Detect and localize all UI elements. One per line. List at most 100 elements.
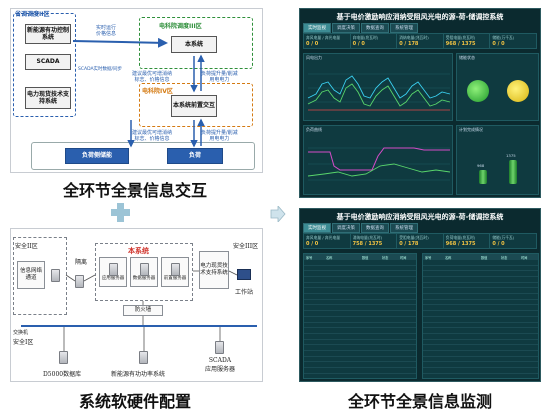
scada-label: SCADA 应用服务器 <box>205 357 236 373</box>
kpi-item: 储能(万千瓦)0 / 0 <box>492 35 515 47</box>
tab-admin[interactable]: 系统管理 <box>390 23 418 33</box>
table-row[interactable] <box>423 300 538 306</box>
switch-bar <box>21 325 257 327</box>
this-system-box: 本系统 <box>171 36 217 53</box>
zone-iii-label: 电科院调度III区 <box>159 23 202 30</box>
app-server-label: 应用服务器 <box>101 275 125 281</box>
sync-server-icon <box>51 269 60 282</box>
this-system-zone <box>95 243 193 301</box>
table-row[interactable] <box>304 306 416 312</box>
load-curve-chart: 负荷曲线 <box>303 125 453 195</box>
table-row[interactable] <box>304 351 416 357</box>
table-row[interactable] <box>423 374 538 378</box>
caption-hardware-config: 系统软硬件配置 <box>78 392 191 411</box>
table-row[interactable] <box>423 334 538 340</box>
table-row[interactable] <box>423 283 538 289</box>
tab-realtime[interactable]: 实时监视 <box>303 23 331 33</box>
table-row[interactable] <box>304 340 416 346</box>
table-row[interactable] <box>423 311 538 317</box>
flow-suggest-text-4: 负荷提升量/削减 用电电力 <box>201 130 238 143</box>
hw-links <box>63 270 238 351</box>
data-server-label: 数据服务器 <box>132 275 156 281</box>
table-row[interactable] <box>423 368 538 374</box>
table-row[interactable] <box>304 271 416 277</box>
table-row[interactable] <box>423 306 538 312</box>
storage-gauge-green <box>467 80 489 102</box>
zone-ii-label: 省调调度II区 <box>15 11 50 18</box>
table-row[interactable] <box>304 266 416 272</box>
d5000-label: D5000数据库 <box>43 371 82 378</box>
table-row[interactable] <box>304 374 416 378</box>
plan-label: 计划完成情况 <box>459 127 483 132</box>
hw-zone-iii-label: 安全III区 <box>233 243 259 250</box>
table-row[interactable] <box>304 277 416 283</box>
tab-admin[interactable]: 系统管理 <box>390 223 418 233</box>
table-row[interactable] <box>304 323 416 329</box>
workstation-label: 工作站 <box>235 289 254 296</box>
kpi-item: 消纳电量(兆瓦时)0 / 178 <box>397 34 444 48</box>
storage-gauge-yellow <box>507 80 529 102</box>
table-row[interactable] <box>304 317 416 323</box>
table-row[interactable] <box>304 260 416 266</box>
front-server-label: 前置服务器 <box>163 275 187 281</box>
table-row[interactable] <box>423 266 538 272</box>
caption-monitoring: 全环节全景信息监测 <box>347 392 492 411</box>
kpi-item: 负荷电量(兆瓦时)968 / 1375 <box>444 234 491 248</box>
table-row[interactable] <box>423 289 538 295</box>
zone-ii-boundary <box>13 13 76 117</box>
table-row[interactable] <box>304 294 416 300</box>
flow-iii-iv-text: SCADA实时数据/同步 <box>78 67 123 72</box>
table-row[interactable] <box>304 357 416 363</box>
table-row[interactable] <box>304 363 416 369</box>
zone-iv-boundary <box>139 83 253 127</box>
table-row[interactable] <box>304 283 416 289</box>
table-row[interactable] <box>423 363 538 369</box>
firewall-box: 防火墙 <box>123 305 163 316</box>
screen-top-title: 基于电价激励响应消纳受阻风光电的源-荷-储调控系统 <box>336 13 504 21</box>
table-row[interactable] <box>423 271 538 277</box>
table-row[interactable] <box>304 346 416 352</box>
table-row[interactable] <box>304 311 416 317</box>
table-row[interactable] <box>304 334 416 340</box>
table-row[interactable] <box>423 346 538 352</box>
kpi-item: 弃电量(兆瓦时)0 / 0 <box>351 34 398 48</box>
table-row[interactable] <box>423 294 538 300</box>
table-row[interactable] <box>423 357 538 363</box>
isolation-label: 隔离 <box>75 259 88 266</box>
front-server-box: 前置服务器 <box>161 257 189 287</box>
table-row[interactable] <box>423 277 538 283</box>
table-row[interactable] <box>423 260 538 266</box>
tab-query[interactable]: 数据查询 <box>361 23 389 33</box>
table-row[interactable] <box>423 351 538 357</box>
screen-bottom-title: 基于电价激励响应消纳受阻风光电的源-荷-储调控系统 <box>336 213 504 221</box>
table-right-header: 序号 名称 数值 状态 时间 <box>423 254 538 260</box>
tab-query[interactable]: 数据查询 <box>361 223 389 233</box>
table-row[interactable] <box>304 328 416 334</box>
app-server-box: 应用服务器 <box>99 257 127 287</box>
plan-bar-2 <box>509 160 517 184</box>
table-row[interactable] <box>304 289 416 295</box>
tab-dispatch[interactable]: 调度决策 <box>332 223 360 233</box>
load-row-boundary <box>31 142 255 170</box>
table-row[interactable] <box>423 328 538 334</box>
table-row[interactable] <box>423 317 538 323</box>
scada-server-icon <box>215 341 224 354</box>
hw-zone-ii-label: 安全II区 <box>15 243 38 250</box>
kpi-item: 消纳电量(兆瓦时)758 / 1375 <box>351 234 398 248</box>
plan-bar-1-value: 968 <box>477 163 485 168</box>
power-tech-system-box: 电力现货技术支持系统 <box>25 87 71 109</box>
caption-info-interaction: 全环节全景信息交互 <box>62 181 207 200</box>
table-row[interactable] <box>304 368 416 374</box>
tab-realtime[interactable]: 实时监视 <box>303 223 331 233</box>
isolation-device-icon <box>75 275 84 288</box>
table-row[interactable] <box>423 323 538 329</box>
tab-dispatch[interactable]: 调度决策 <box>332 23 360 33</box>
new-energy-server-icon <box>139 351 148 364</box>
flow-arrows <box>72 37 205 148</box>
table-row[interactable] <box>304 300 416 306</box>
load-chart-lines <box>307 147 451 181</box>
flow-realtime-text: 实时运行 价格信息 <box>96 25 117 38</box>
table-row[interactable] <box>423 340 538 346</box>
